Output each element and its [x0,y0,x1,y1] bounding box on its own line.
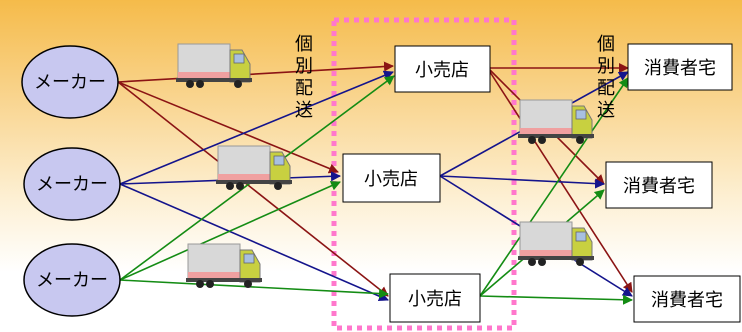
route [119,70,394,185]
route [117,61,394,83]
consumer-label: 消費者宅 [644,58,716,79]
route [117,81,339,174]
maker-node: メーカー [23,147,121,221]
retailer-node: 小売店 [394,45,491,93]
route [119,183,389,302]
route [119,279,389,299]
truck-icon [185,243,263,289]
consumer-node: 消費者宅 [633,275,741,323]
route [479,77,629,297]
retailer-label: 小売店 [408,289,462,310]
truck-icon [215,145,293,191]
maker-node: メーカー [21,45,119,119]
maker-node: メーカー [23,243,121,317]
consumer-node: 消費者宅 [627,43,733,91]
truck-icon [175,43,253,89]
consumer-label: 消費者宅 [623,176,695,197]
route [117,81,389,297]
maker-label: メーカー [36,174,108,195]
retailer-node: 小売店 [389,273,481,323]
delivery-label-left: 個別配送 [295,34,313,121]
maker-label: メーカー [34,72,106,93]
maker-retailer-routes [117,61,395,302]
route [119,181,341,281]
delivery-label-right: 個別配送 [597,34,615,121]
truck-icon [517,99,595,145]
route [479,294,633,305]
consumer-label: 消費者宅 [651,290,723,311]
retailer-node: 小売店 [342,153,441,203]
retailer-label: 小売店 [415,60,469,81]
consumer-node: 消費者宅 [605,161,713,209]
truck-icon [517,221,595,267]
route [439,175,605,189]
maker-label: メーカー [36,270,108,291]
retailer-label: 小売店 [364,169,418,190]
